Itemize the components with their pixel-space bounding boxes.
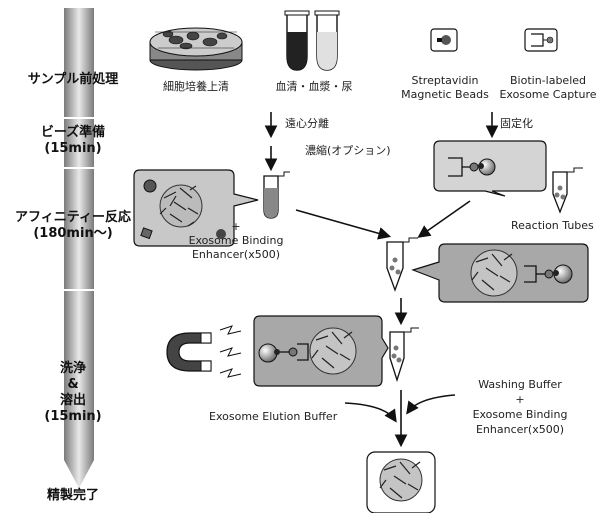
culture-supernatant-label: 細胞培養上清 bbox=[163, 80, 229, 93]
exosome-capture-label: Exosome Capture bbox=[499, 88, 597, 101]
centrifuge-label: 遠心分離 bbox=[285, 117, 329, 130]
magnet-icon bbox=[166, 325, 242, 378]
reaction-tube-icon bbox=[552, 167, 583, 214]
sample-tube-icon bbox=[263, 171, 290, 219]
purified-exosome-icon bbox=[366, 451, 436, 513]
immobilize-label: 固定化 bbox=[500, 117, 533, 130]
washing-enhancer-line2: Enhancer(x500) bbox=[475, 423, 565, 436]
reaction-tubes-label: Reaction Tubes bbox=[511, 219, 594, 232]
blood-sample-label: 血清・血漿・尿 bbox=[275, 80, 353, 93]
washing-plus: + bbox=[515, 393, 525, 406]
mixing-tube-icon bbox=[386, 237, 418, 292]
captured-bubble bbox=[253, 315, 389, 387]
biotin-capture-icon bbox=[524, 28, 558, 52]
stage-affinity-time: (180min～) bbox=[33, 226, 113, 241]
stage-complete: 精製完了 bbox=[46, 488, 99, 503]
serum-tube-icon bbox=[314, 10, 340, 71]
stage-elution-time: (15min) bbox=[44, 409, 102, 424]
complex-bubble bbox=[411, 243, 589, 303]
enhancer-plus: + bbox=[231, 220, 241, 233]
elution-buffer-label: Exosome Elution Buffer bbox=[209, 410, 338, 423]
culture-dish-icon bbox=[149, 27, 243, 71]
stage-bead-prep: ビーズ準備 bbox=[40, 125, 106, 140]
enhancer-label-line2: Enhancer(x500) bbox=[191, 248, 281, 261]
magnetic-beads-label: Magnetic Beads bbox=[401, 88, 489, 101]
washing-enhancer-line1: Exosome Binding bbox=[472, 408, 568, 421]
stage-bead-prep-time: (15min) bbox=[44, 141, 102, 156]
stage-wash: 洗浄 bbox=[59, 361, 86, 376]
blood-tube-icon bbox=[284, 10, 310, 71]
concentrate-label: 濃縮(オプション) bbox=[305, 144, 391, 157]
washing-buffer-label: Washing Buffer bbox=[478, 378, 562, 391]
streptavidin-label: Streptavidin bbox=[411, 74, 479, 87]
flow-arrows bbox=[264, 112, 499, 448]
stage-ampersand: & bbox=[67, 377, 79, 392]
stage-affinity-reaction: アフィニティー反応 bbox=[15, 210, 131, 225]
stage-sample-prep: サンプル前処理 bbox=[27, 72, 119, 87]
beads-bubble bbox=[433, 140, 547, 197]
streptavidin-beads-icon bbox=[430, 28, 458, 52]
stage-elution: 溶出 bbox=[59, 393, 86, 408]
exosome-cluster-icon bbox=[159, 184, 203, 228]
biotin-labeled-label: Biotin-labeled bbox=[510, 74, 586, 87]
timeline-band bbox=[64, 8, 94, 488]
elution-tube-icon bbox=[389, 327, 419, 383]
sample-bubble bbox=[133, 169, 259, 247]
enhancer-label-line1: Exosome Binding bbox=[188, 234, 284, 247]
